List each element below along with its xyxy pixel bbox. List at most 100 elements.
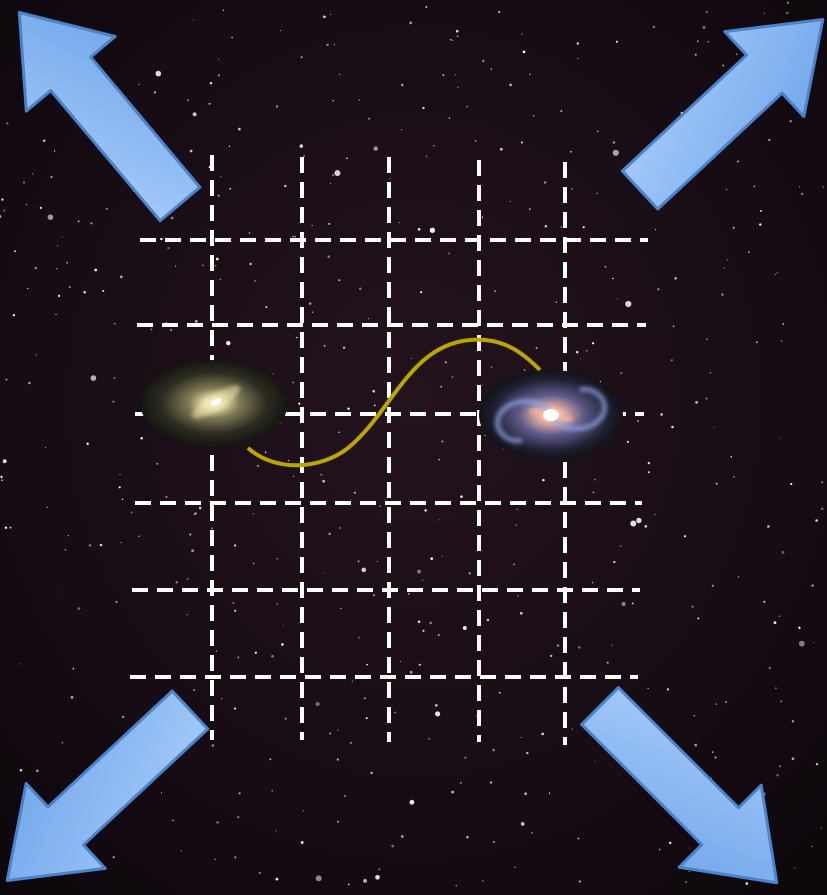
star	[697, 617, 700, 620]
star	[88, 544, 92, 547]
star	[774, 687, 777, 690]
star	[272, 373, 274, 375]
star	[367, 317, 370, 320]
star	[732, 226, 735, 229]
star	[791, 757, 795, 761]
star	[14, 250, 16, 253]
star	[292, 235, 294, 238]
star	[198, 506, 202, 510]
star	[429, 227, 436, 233]
star	[524, 792, 527, 796]
star	[201, 264, 204, 267]
star	[612, 149, 619, 156]
star	[721, 293, 724, 296]
star	[23, 181, 25, 184]
star	[437, 633, 440, 637]
star	[514, 866, 516, 869]
star	[298, 402, 301, 405]
star	[102, 289, 105, 292]
arrow-down-left	[5, 689, 210, 882]
star	[585, 349, 588, 352]
star	[442, 74, 445, 77]
star	[284, 184, 287, 188]
star	[175, 580, 178, 584]
star	[294, 235, 297, 238]
star	[630, 520, 637, 527]
star	[580, 358, 582, 360]
star	[441, 555, 443, 558]
star	[455, 884, 457, 887]
star	[332, 99, 334, 102]
star	[372, 594, 375, 597]
star	[801, 192, 804, 196]
star	[709, 372, 712, 374]
arrow-up-left	[17, 10, 202, 223]
star	[449, 39, 452, 41]
star	[422, 629, 425, 632]
star	[328, 222, 331, 225]
star	[644, 525, 648, 528]
star	[217, 194, 220, 197]
star	[333, 43, 336, 46]
star	[604, 265, 607, 268]
star	[694, 53, 697, 56]
star	[322, 479, 325, 483]
star	[323, 344, 326, 347]
star	[55, 313, 57, 316]
star	[726, 258, 729, 261]
star	[315, 701, 320, 707]
star	[778, 615, 781, 618]
star	[571, 728, 574, 730]
star	[658, 848, 661, 851]
star	[363, 878, 368, 883]
star	[526, 751, 529, 755]
star	[56, 245, 59, 247]
star	[264, 451, 267, 454]
star	[791, 720, 794, 723]
star	[269, 758, 272, 761]
star	[422, 579, 424, 581]
star	[193, 689, 196, 692]
star	[35, 354, 37, 356]
star	[275, 830, 277, 832]
star	[654, 513, 656, 515]
star	[542, 478, 545, 482]
star	[346, 157, 348, 160]
star	[815, 519, 818, 522]
star	[347, 407, 350, 410]
star	[365, 717, 368, 720]
star	[121, 498, 124, 501]
star	[219, 278, 222, 281]
star	[287, 459, 290, 462]
star	[612, 141, 616, 144]
star	[492, 748, 495, 752]
star	[391, 844, 394, 848]
star	[530, 831, 533, 834]
star	[780, 700, 783, 703]
star	[611, 644, 613, 646]
star	[209, 81, 213, 85]
star	[722, 64, 725, 67]
star	[647, 687, 649, 690]
star	[688, 870, 690, 873]
star	[725, 701, 727, 703]
star	[99, 543, 103, 547]
star	[516, 508, 519, 511]
star	[454, 74, 457, 76]
star	[342, 346, 346, 349]
star	[798, 640, 805, 647]
light-wave	[246, 337, 542, 468]
star	[429, 621, 433, 625]
star	[232, 602, 235, 604]
star	[5, 378, 8, 381]
star	[693, 714, 695, 717]
star	[498, 691, 501, 694]
star	[457, 86, 459, 88]
star	[671, 425, 674, 429]
star	[19, 769, 23, 772]
star	[77, 220, 80, 223]
star	[570, 150, 572, 153]
star	[707, 40, 710, 43]
star	[484, 434, 486, 437]
